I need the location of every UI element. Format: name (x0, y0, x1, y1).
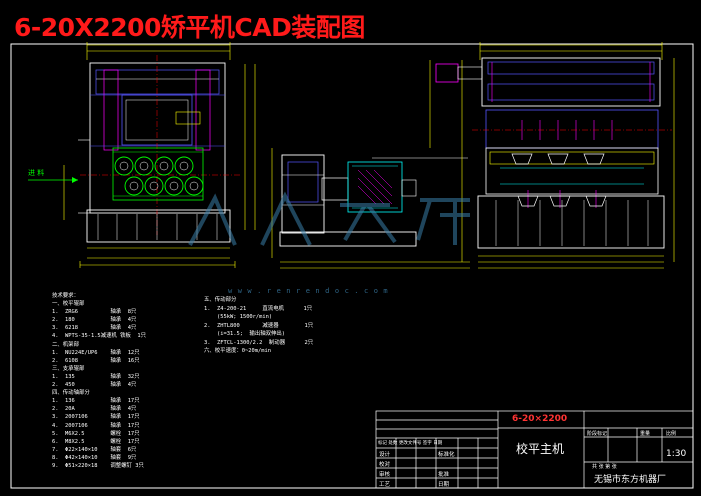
date-label: 日期 (438, 482, 450, 488)
tech-note-line: 4. WPTS-35-1.5减速机 铁板 1只 (52, 333, 147, 340)
roller-shaft (179, 161, 189, 171)
leveling-roller (124, 176, 144, 196)
tech-note-line: 7. Φ22×140×10 轴套 6只 (52, 446, 137, 453)
tech-note-line: 8. Φ42×140×10 轴套 9只 (52, 454, 137, 461)
leveling-roller (154, 156, 174, 176)
tech-note-line: 3. 2007106 轴承 17只 (52, 414, 140, 421)
feed-direction-label: 进 料 (28, 169, 45, 177)
review-label: 审核 (379, 472, 391, 478)
roller-pod (549, 195, 571, 207)
roller-shaft (119, 161, 129, 171)
scale-value: 1:30 (666, 449, 687, 459)
leveling-roller (184, 176, 204, 196)
drawing-border (10, 43, 694, 489)
watermark-url: www.renrendoc.com (228, 287, 394, 295)
roller-shaft (129, 181, 139, 191)
company-name: 无锡市东方机器厂 (594, 475, 667, 485)
leveling-roller (144, 176, 164, 196)
ratio-header: 比例 (666, 431, 677, 437)
tech-note-line: 1. NU224E/UP6 轴承 12只 (52, 349, 140, 356)
drawing-number: 6-20×2200 (512, 414, 568, 424)
tech-note-line: 4. 2007106 轴承 17只 (52, 422, 140, 429)
tech-note-line: (55kW; 1500r/min) (204, 314, 273, 320)
approve-label: 批准 (438, 472, 450, 478)
roller-pod (517, 195, 539, 207)
tech-note-line: 一、校平辊部 (52, 301, 85, 308)
tech-note-line: 2. 20A 轴承 4只 (52, 406, 137, 413)
drive-train-view (271, 60, 470, 269)
tech-note-line: 9. Φ51×220×18 调整螺钉 3只 (52, 462, 144, 469)
tech-note-line: 四、传动轴部分 (52, 390, 90, 397)
tech-note-line: 二、机架部 (52, 341, 79, 348)
revision-header: 标记 处数 更改文件号 签字 日期 (378, 441, 443, 446)
tech-note-line: 1. 135 轴承 32只 (52, 373, 140, 380)
drawing-title: 6-20X2200矫平机CAD装配图 (14, 13, 365, 42)
tech-note-line: 六、校平速度：0~20m/min (204, 348, 271, 354)
tech-note-line: 1. Z4-200-21 直流电机 1只 (204, 305, 313, 312)
roller-pod (547, 153, 569, 165)
tech-note-line: 3. ZFTCL-1300/2.2 制动器 2只 (204, 339, 314, 346)
drawing-name: 校平主机 (516, 442, 565, 456)
front-elevation-view (28, 42, 256, 268)
tech-note-line: 1. 136 轴承 17只 (52, 398, 140, 405)
roller-shaft (169, 181, 179, 191)
technical-notes-right: 五、传动部分 1. Z4-200-21 直流电机 1只 (55kW; 1500r/… (204, 296, 313, 356)
leveling-roller (114, 156, 134, 176)
roller-shaft (159, 161, 169, 171)
weight-header: 重量 (640, 431, 651, 437)
tech-note-line: 技术要求： (52, 293, 79, 299)
tech-note-line: 2. 450 轴承 4只 (52, 382, 137, 389)
tech-note-line: (i=31.5; 输出轴双伸出) (204, 331, 286, 337)
stage-mark-header: 阶段标记 (587, 431, 608, 437)
tech-note-line: 2. 6108 轴承 16只 (52, 357, 140, 364)
leveling-roller (134, 156, 154, 176)
roller-pod (585, 195, 607, 207)
std-label: 标准化 (438, 452, 455, 458)
tech-note-line: 2. ZHTL800 减速器 1只 (204, 322, 314, 329)
tech-note-line: 2. 180 轴承 4只 (52, 317, 137, 324)
title-block (375, 410, 694, 489)
watermark-logo (188, 191, 470, 246)
leveling-roller (164, 176, 184, 196)
side-view-roller-pods (511, 153, 607, 207)
roller-pod (511, 153, 533, 165)
leveling-roller (174, 156, 194, 176)
roller-shaft (149, 181, 159, 191)
sheet-info: 共 张 第 张 (592, 464, 617, 470)
roller-shaft (189, 181, 199, 191)
tech-note-line: 5. M6X2.5 螺栓 17只 (52, 430, 140, 437)
tech-note-line: 6. M8X2.5 螺栓 17只 (52, 438, 140, 445)
check-label: 校对 (379, 462, 391, 468)
tech-note-line: 三、支承辊部 (52, 365, 85, 372)
side-elevation-view (435, 42, 675, 269)
roller-shaft (139, 161, 149, 171)
tech-note-line: 3. 6218 轴承 4只 (52, 325, 137, 332)
leveling-rollers (114, 156, 204, 196)
process-label: 工艺 (379, 482, 391, 488)
tech-note-line: 1. ZRG6 轴承 8只 (52, 309, 137, 316)
tech-note-line: 五、传动部分 (204, 297, 237, 303)
roller-pod (583, 153, 605, 165)
design-label: 设计 (379, 452, 391, 458)
